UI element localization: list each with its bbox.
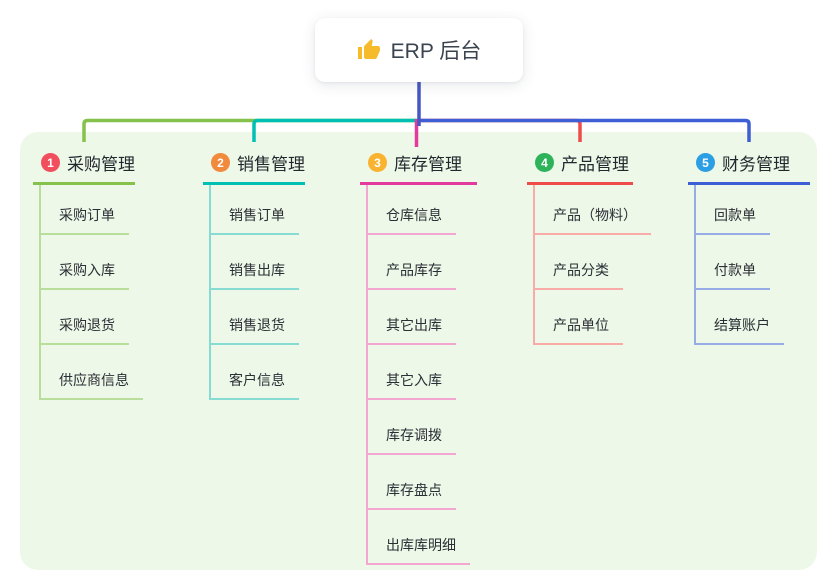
branch-title: 销售管理 xyxy=(237,155,305,174)
branch-finance-header[interactable]: 5 财务管理 xyxy=(688,150,810,185)
branch-inventory-children: 仓库信息 产品库存 其它出库 其它入库 库存调拨 库存盘点 出库库明细 xyxy=(366,185,470,565)
child-node[interactable]: 采购退货 xyxy=(41,290,129,345)
child-node[interactable]: 付款单 xyxy=(696,235,770,290)
branch-title: 采购管理 xyxy=(67,155,135,174)
child-node[interactable]: 回款单 xyxy=(696,185,770,235)
child-node[interactable]: 客户信息 xyxy=(211,345,299,400)
child-node[interactable]: 仓库信息 xyxy=(368,185,456,235)
branch-number-badge: 2 xyxy=(211,153,230,172)
branch-inventory: 3 库存管理 仓库信息 产品库存 其它出库 其它入库 库存调拨 库存盘点 出库库… xyxy=(360,150,477,565)
branch-purchase-header[interactable]: 1 采购管理 xyxy=(33,150,135,185)
child-node[interactable]: 采购入库 xyxy=(41,235,129,290)
child-node[interactable]: 其它出库 xyxy=(368,290,456,345)
branch-number-badge: 5 xyxy=(696,153,715,172)
child-node[interactable]: 销售退货 xyxy=(211,290,299,345)
child-node[interactable]: 其它入库 xyxy=(368,345,456,400)
child-node[interactable]: 库存调拨 xyxy=(368,400,456,455)
child-node[interactable]: 出库库明细 xyxy=(368,510,470,565)
child-node[interactable]: 销售订单 xyxy=(211,185,299,235)
branch-sales-header[interactable]: 2 销售管理 xyxy=(203,150,305,185)
branch-title: 产品管理 xyxy=(561,155,629,174)
branch-product: 4 产品管理 产品（物料） 产品分类 产品单位 xyxy=(527,150,651,345)
branch-title: 财务管理 xyxy=(722,155,790,174)
branch-inventory-header[interactable]: 3 库存管理 xyxy=(360,150,477,185)
branch-number-badge: 1 xyxy=(41,153,60,172)
thumbs-up-icon xyxy=(357,38,381,62)
child-node[interactable]: 产品库存 xyxy=(368,235,456,290)
branch-title: 库存管理 xyxy=(394,155,462,174)
child-node[interactable]: 库存盘点 xyxy=(368,455,456,510)
child-node[interactable]: 产品分类 xyxy=(535,235,623,290)
branch-product-header[interactable]: 4 产品管理 xyxy=(527,150,633,185)
branch-number-badge: 4 xyxy=(535,153,554,172)
root-node-label: ERP 后台 xyxy=(390,40,482,63)
child-node[interactable]: 供应商信息 xyxy=(41,345,143,400)
branch-product-children: 产品（物料） 产品分类 产品单位 xyxy=(533,185,651,345)
branch-sales: 2 销售管理 销售订单 销售出库 销售退货 客户信息 xyxy=(203,150,305,400)
branch-sales-children: 销售订单 销售出库 销售退货 客户信息 xyxy=(209,185,299,400)
child-node[interactable]: 产品（物料） xyxy=(535,185,651,235)
branches-background-panel xyxy=(20,132,817,570)
child-node[interactable]: 销售出库 xyxy=(211,235,299,290)
branch-purchase: 1 采购管理 采购订单 采购入库 采购退货 供应商信息 xyxy=(33,150,143,400)
child-node[interactable]: 采购订单 xyxy=(41,185,129,235)
child-node[interactable]: 结算账户 xyxy=(696,290,784,345)
branch-purchase-children: 采购订单 采购入库 采购退货 供应商信息 xyxy=(39,185,143,400)
branch-finance: 5 财务管理 回款单 付款单 结算账户 xyxy=(688,150,810,345)
branch-finance-children: 回款单 付款单 结算账户 xyxy=(694,185,784,345)
branch-number-badge: 3 xyxy=(368,153,387,172)
root-node[interactable]: ERP 后台 xyxy=(315,18,523,82)
child-node[interactable]: 产品单位 xyxy=(535,290,623,345)
